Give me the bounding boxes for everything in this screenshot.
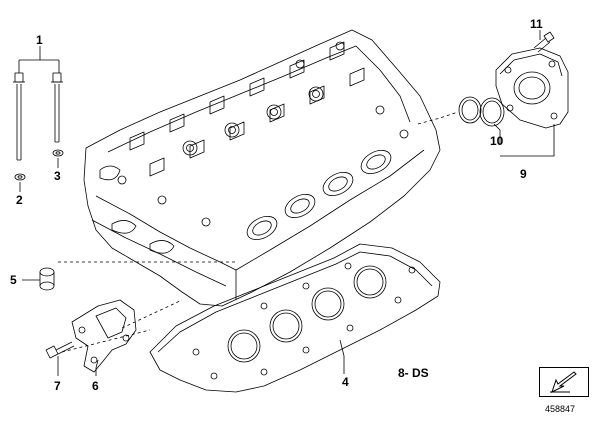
- seal-rings: [458, 96, 505, 127]
- callout-1: 1: [36, 33, 43, 47]
- callout-7: 7: [54, 379, 61, 393]
- variant-note: 8- DS: [398, 366, 429, 380]
- cover-bolt: [533, 31, 555, 53]
- bracket-bolt: [45, 341, 75, 359]
- arrow-icon: [550, 371, 577, 393]
- head-bolt-right: [51, 72, 63, 143]
- document-number: 458847: [545, 404, 576, 414]
- washer-3: [52, 149, 64, 157]
- head-gasket: [149, 243, 441, 393]
- nav-arrow-button[interactable]: [539, 367, 589, 397]
- reference-lines: [58, 111, 459, 353]
- washer-2: [14, 173, 26, 181]
- bracket: [71, 299, 137, 373]
- callout-4: 4: [342, 375, 349, 389]
- cover-plate: [495, 47, 569, 129]
- sealing-plug: [39, 267, 55, 291]
- callout-2: 2: [16, 193, 23, 207]
- head-bolt-left: [13, 72, 25, 161]
- callout-5: 5: [10, 273, 17, 287]
- leader-lines: [18, 30, 555, 376]
- callout-6: 6: [92, 379, 99, 393]
- callout-9: 9: [520, 167, 527, 181]
- callout-11: 11: [530, 17, 543, 31]
- callout-3: 3: [54, 169, 61, 183]
- callout-10: 10: [490, 134, 504, 148]
- cylinder-head: [83, 29, 441, 307]
